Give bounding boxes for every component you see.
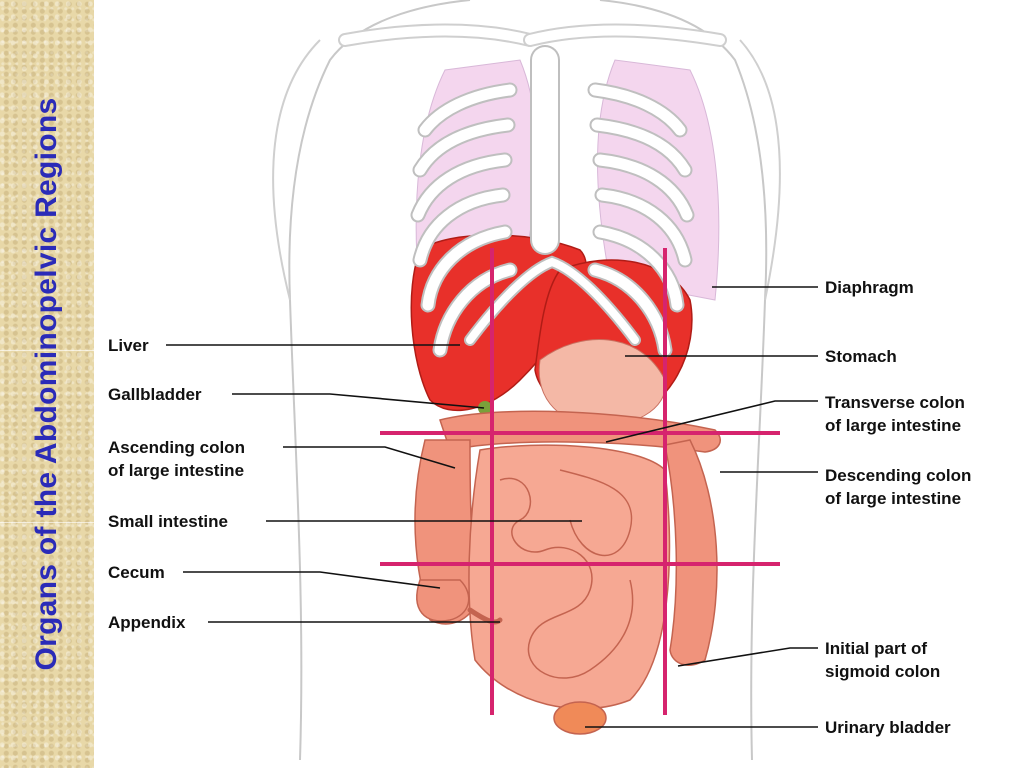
label-urinary-bladder: Urinary bladder bbox=[825, 718, 951, 737]
label-ascending-colon-line2: of large intestine bbox=[108, 461, 245, 480]
label-sigmoid-colon-line1: Initial part of bbox=[825, 639, 927, 658]
sidebar-seam bbox=[0, 522, 94, 523]
ascending-colon-shape bbox=[414, 439, 479, 625]
gallbladder-shape bbox=[478, 401, 492, 415]
title-sidebar: Organs of the Abdominopelvic Regions bbox=[0, 0, 94, 768]
label-sigmoid-colon-line2: sigmoid colon bbox=[825, 662, 941, 681]
cecum-shape bbox=[416, 579, 470, 622]
clavicle-right-fill bbox=[525, 25, 725, 45]
rib-cage bbox=[410, 45, 695, 358]
small-intestine-shape bbox=[468, 444, 671, 710]
stomach-lower bbox=[538, 339, 666, 427]
label-appendix: Appendix bbox=[108, 613, 186, 632]
label-descending-colon-line1: Descending colon bbox=[825, 466, 972, 485]
urinary-bladder-shape bbox=[553, 701, 607, 735]
label-liver: Liver bbox=[108, 336, 149, 355]
leader-cecum bbox=[183, 571, 441, 589]
appendix-shape bbox=[467, 607, 503, 625]
leader-lines bbox=[166, 286, 818, 728]
body-outline bbox=[288, 0, 768, 761]
label-transverse-colon-line1: Transverse colon bbox=[825, 393, 965, 412]
sidebar-seam bbox=[0, 350, 94, 351]
label-transverse-colon-line2: of large intestine bbox=[825, 416, 962, 435]
arm-outline bbox=[272, 39, 781, 301]
leader-transverse-colon bbox=[605, 400, 818, 443]
page-title: Organs of the Abdominopelvic Regions bbox=[30, 97, 63, 671]
label-stomach: Stomach bbox=[825, 347, 897, 366]
descending-colon-shape bbox=[664, 439, 718, 666]
region-lines bbox=[380, 248, 780, 715]
intestine-loops bbox=[499, 469, 634, 679]
label-cecum: Cecum bbox=[108, 563, 165, 582]
abdominal-organs-diagram bbox=[166, 0, 818, 761]
leader-ascending-colon bbox=[283, 446, 456, 469]
label-descending-colon-line2: of large intestine bbox=[825, 489, 962, 508]
label-gallbladder: Gallbladder bbox=[108, 385, 202, 404]
label-small-intestine: Small intestine bbox=[108, 512, 228, 531]
label-diaphragm: Diaphragm bbox=[825, 278, 914, 297]
liver-shape bbox=[410, 234, 587, 412]
clavicle-left-fill bbox=[340, 25, 535, 45]
leader-sigmoid-colon bbox=[677, 647, 818, 667]
leader-gallbladder bbox=[232, 393, 485, 409]
label-ascending-colon-line1: Ascending colon bbox=[108, 438, 245, 457]
